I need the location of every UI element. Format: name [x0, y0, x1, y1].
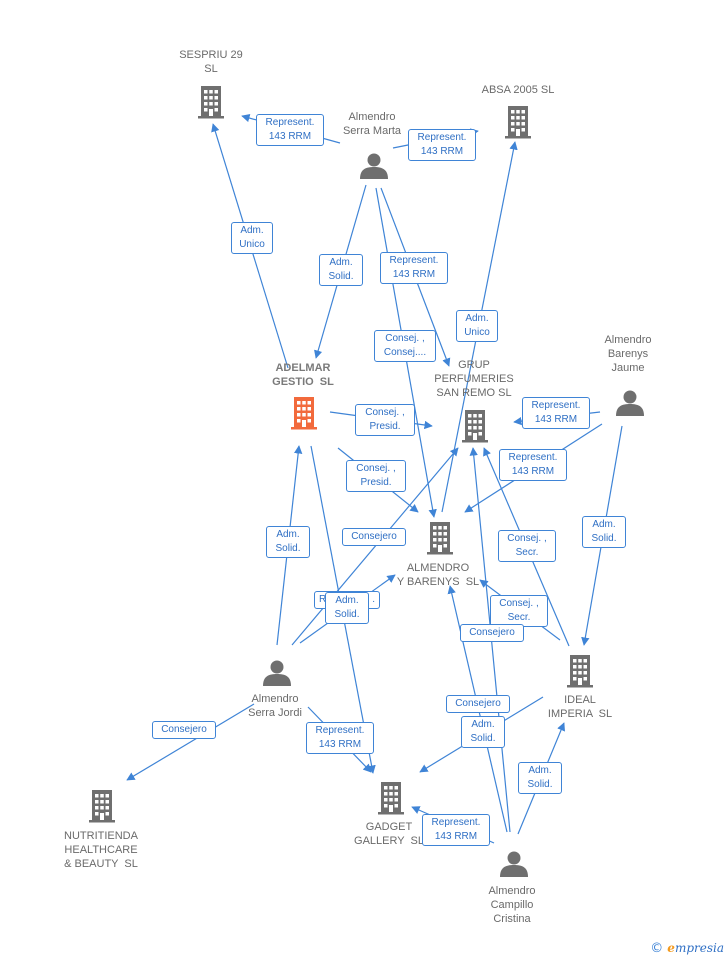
building-icon: [567, 655, 593, 688]
node-sespriu-29-sl[interactable]: SESPRIU 29 SL: [179, 49, 243, 75]
edge-label-adm-solid[interactable]: Adm. Solid.: [518, 762, 562, 794]
node-almendro-serra-jordi[interactable]: Almendro Serra Jordi: [248, 693, 302, 719]
building-icon: [462, 410, 488, 443]
edge-label-represent[interactable]: Represent. 143 RRM: [522, 397, 590, 429]
edge-jordi-grup: [291, 447, 459, 646]
edge-label-adm-solid[interactable]: Adm. Solid.: [461, 716, 505, 748]
edge-label-consej-presid[interactable]: Consej. , Presid.: [355, 404, 415, 436]
focus-building-icon: [291, 397, 317, 430]
building-icon: [427, 522, 453, 555]
node-ideal-imperia-sl[interactable]: IDEAL IMPERIA SL: [547, 694, 613, 720]
focus-company-node: [291, 397, 317, 430]
edge-label-represent[interactable]: Represent. 143 RRM: [306, 722, 374, 754]
edge-label-adm-unico[interactable]: Adm. Unico: [231, 222, 273, 254]
edge-label-represent[interactable]: Represent. 143 RRM: [380, 252, 448, 284]
edge-label-partial-tail: .: [372, 594, 375, 605]
node-almendro-y-barenys-sl[interactable]: ALMENDRO Y BARENYS SL: [396, 562, 480, 588]
building-icon: [378, 782, 404, 815]
node-almendro-serra-marta[interactable]: Almendro Serra Marta: [342, 111, 402, 137]
edge-label-adm-solid[interactable]: Adm. Solid.: [325, 592, 369, 624]
building-icon: [505, 106, 531, 139]
edge-label-consej-consej[interactable]: Consej. , Consej....: [374, 330, 436, 362]
brand-e: e: [667, 941, 675, 955]
node-nutritienda-healthcare-beauty-sl[interactable]: NUTRITIENDA HEALTHCARE & BEAUTY SL: [64, 830, 138, 870]
edge-label-adm-solid[interactable]: Adm. Solid.: [319, 254, 363, 286]
edge-label-represent[interactable]: Represent. 143 RRM: [422, 814, 490, 846]
person-icon: [500, 851, 528, 877]
edge-label-consej-presid[interactable]: Consej. , Presid.: [346, 460, 406, 492]
building-icon: [89, 790, 115, 823]
node-adelmar-gestio-sl[interactable]: ADELMAR GESTIO SL: [272, 362, 334, 388]
edge-label-represent[interactable]: Represent. 143 RRM: [256, 114, 324, 146]
empresia-logo: ©empresia: [650, 941, 724, 956]
edge-label-adm-solid[interactable]: Adm. Solid.: [582, 516, 626, 548]
edge-jordi-nutritienda: [126, 703, 255, 781]
edge-label-consejero[interactable]: Consejero: [460, 624, 524, 642]
node-absa-2005-sl[interactable]: ABSA 2005 SL: [481, 84, 555, 96]
edge-label-adm-solid[interactable]: Adm. Solid.: [266, 526, 310, 558]
person-icon: [360, 153, 388, 179]
copyright-icon: ©: [650, 941, 664, 956]
edge-label-consejero[interactable]: Consejero: [152, 721, 216, 739]
building-icon: [198, 86, 224, 119]
person-icon: [263, 660, 291, 686]
edge-label-partial-text: R: [319, 594, 327, 605]
person-icon: [616, 390, 644, 416]
edge-label-consejero[interactable]: Consejero: [342, 528, 406, 546]
edge-label-represent[interactable]: Represent. 143 RRM: [499, 449, 567, 481]
edge-label-consejero[interactable]: Consejero: [446, 695, 510, 713]
edge-label-adm-unico[interactable]: Adm. Unico: [456, 310, 498, 342]
edge-label-represent[interactable]: Represent. 143 RRM: [408, 129, 476, 161]
node-gadget-gallery-sl[interactable]: GADGET GALLERY SL: [354, 821, 424, 847]
node-almendro-campillo-cristina[interactable]: Almendro Campillo Cristina: [488, 885, 536, 925]
node-grup-perfumeries-san-remo-sl[interactable]: GRUP PERFUMERIES SAN REMO SL: [434, 359, 514, 399]
edge-label-consej-secr[interactable]: Consej. , Secr.: [498, 530, 556, 562]
edge-label-consej-secr[interactable]: Consej. , Secr.: [490, 595, 548, 627]
node-almendro-barenys-jaume[interactable]: Almendro Barenys Jaume: [604, 334, 652, 374]
brand-name: mpresia: [674, 941, 724, 955]
